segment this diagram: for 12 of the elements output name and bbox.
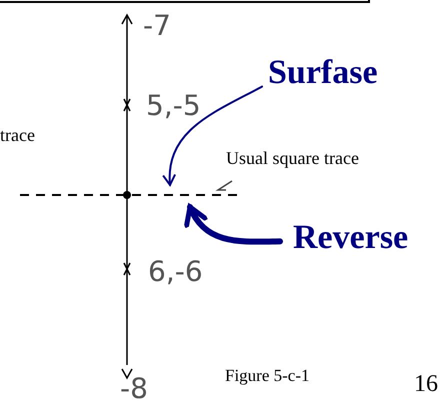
point-label: 5,-5 — [146, 92, 201, 120]
axis-value: -8 — [120, 375, 148, 403]
point-label: 6,-6 — [148, 258, 203, 286]
annotation-text: Surfase — [268, 56, 378, 90]
figure-caption: Figure 5-c-1 — [225, 367, 310, 384]
annotation-text: Reverse — [293, 221, 408, 255]
note-text: trace — [0, 126, 35, 144]
arrow — [162, 86, 263, 186]
note-text: Usual square trace — [226, 149, 359, 167]
arrow — [185, 204, 283, 245]
axis-value: -7 — [143, 12, 171, 40]
page-number: 16 — [414, 372, 438, 396]
